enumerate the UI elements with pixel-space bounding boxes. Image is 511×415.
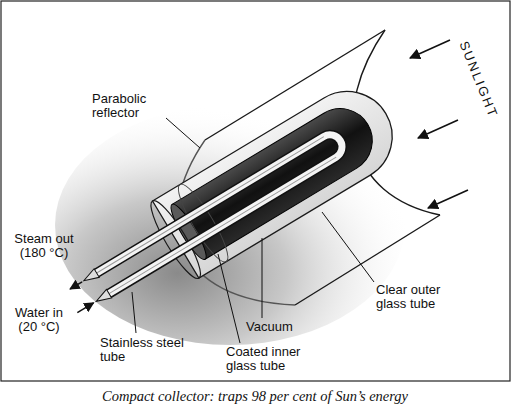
- sun-arrow: [428, 190, 468, 208]
- flow-label: Water in (20 °C): [6, 306, 72, 334]
- part-label: Parabolic reflector: [92, 92, 170, 120]
- part-label: Coated inner glass tube: [226, 345, 322, 373]
- part-label: Vacuum: [246, 320, 316, 334]
- frame: [1, 1, 510, 381]
- water-in-arrow: [77, 303, 93, 313]
- part-label: Clear outer glass tube: [376, 283, 461, 311]
- pipe-tip: [94, 289, 112, 305]
- sun-arrow: [418, 120, 458, 138]
- sun-arrow: [410, 40, 450, 58]
- leader-lines: [132, 118, 374, 343]
- direction-label: SUNLIGHT: [457, 39, 500, 118]
- flow-label: Steam out (180 °C): [6, 232, 82, 260]
- leader-line: [166, 118, 200, 148]
- leader-line: [322, 212, 374, 282]
- evacuated-tube: [48, 75, 409, 341]
- figure-caption: Compact collector: traps 98 per cent of …: [102, 388, 408, 405]
- pipe-tip: [81, 269, 99, 285]
- steam-out-arrow: [70, 282, 82, 289]
- leader-line: [218, 254, 240, 343]
- leader-line: [132, 292, 136, 333]
- tube-highlight: [97, 137, 324, 273]
- sunlight-arrows: [410, 40, 468, 208]
- part-label: Stainless steel tube: [100, 336, 200, 364]
- leader-line: [262, 238, 263, 318]
